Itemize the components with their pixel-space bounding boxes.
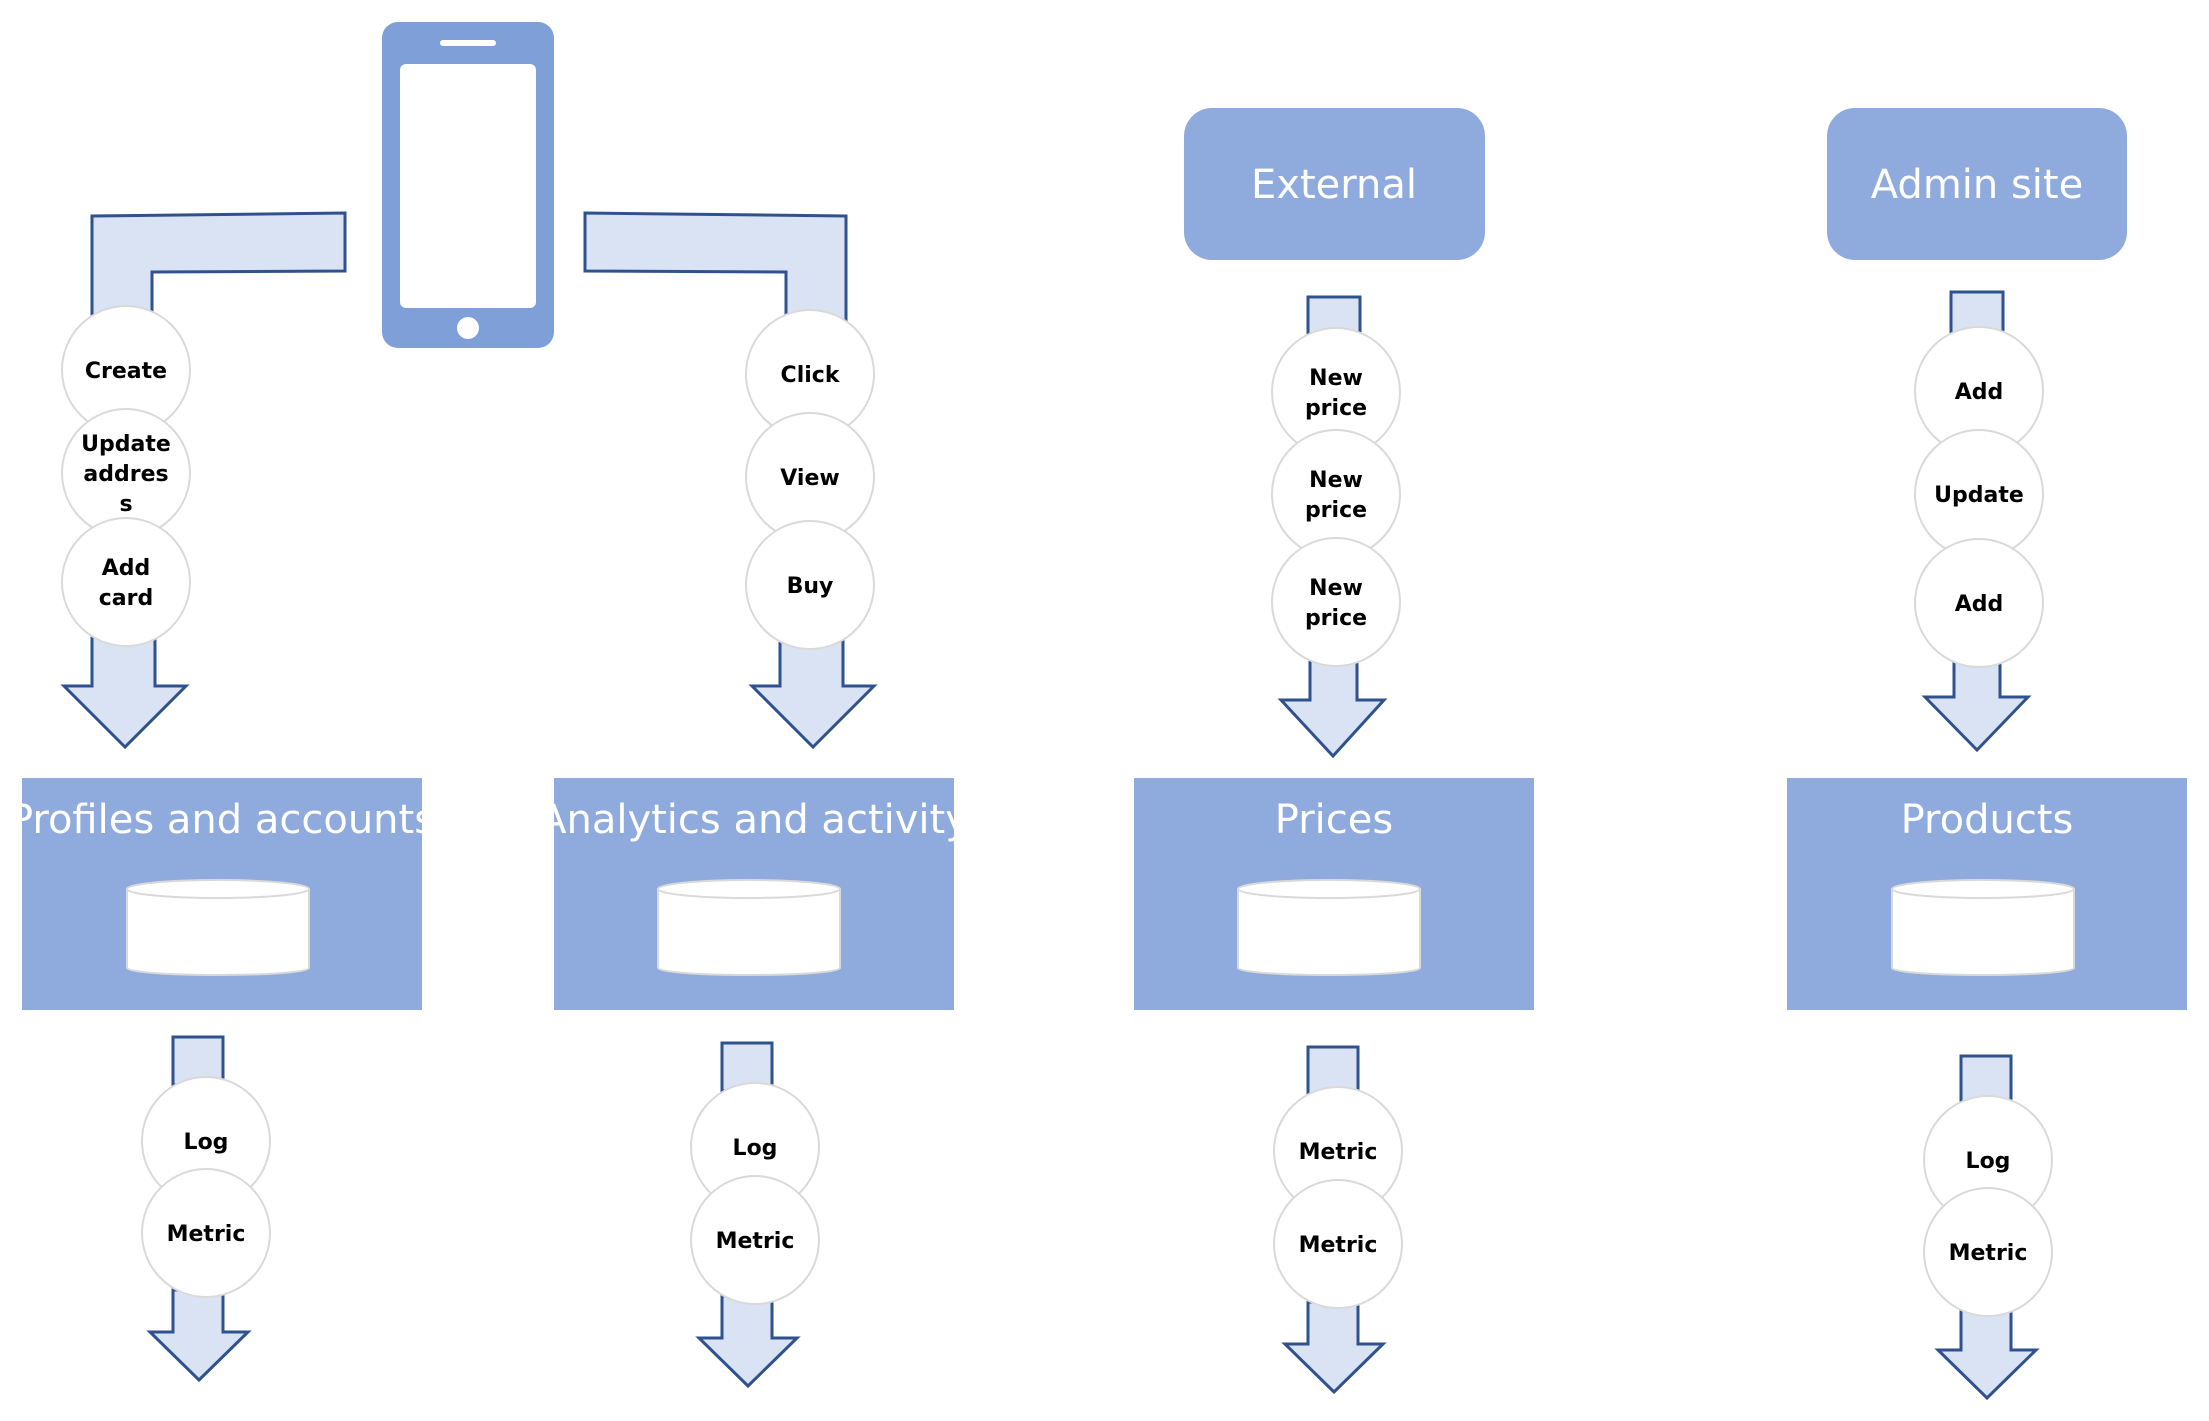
event-label-line: Metric [1299,1140,1378,1165]
event-circle-shape [1923,1187,2053,1317]
event-circle-shape [61,517,191,647]
database-icon [1891,879,2075,976]
event-circle-shape [690,1175,820,1305]
output-event-0-1: Metric [141,1168,271,1298]
event-circle-shape [1271,537,1401,667]
database-icon [126,879,310,976]
output-event-3-1: Metric [1923,1187,2053,1317]
admin-site-source-label: Admin site [1871,162,2083,208]
output-event-0-0: Log [141,1076,271,1206]
event-circles: CreateUpdateaddressAddcardClickViewBuyNe… [61,305,2053,1317]
input-event-2-0: New price [1271,327,1401,457]
input-event-1-0: Click [745,309,875,439]
service-box-prices: Prices [1134,778,1534,1010]
event-circle-shape [1914,538,2044,668]
analytics-output-arrowhead [695,1294,801,1389]
event-label-line: s [119,492,132,517]
external-source-label: External [1251,162,1417,208]
products-output-arrowhead [1934,1306,2040,1401]
input-event-2-1: New price [1271,429,1401,559]
service-label-analytics: Analytics and activity [539,797,969,843]
database-icon [657,879,841,976]
database-icon [1237,879,1421,976]
input-event-3-2: Add [1914,538,2044,668]
products-output-shaft [1959,1054,2013,1106]
event-label-line: card [99,586,153,611]
event-label-line: Click [781,363,841,388]
event-label-line: price [1305,606,1367,631]
event-label-line: Metric [716,1229,795,1254]
smartphone-icon [382,22,554,348]
event-label-line: price [1305,396,1367,421]
event-label-line: Metric [1299,1233,1378,1258]
event-label-line: Log [184,1130,229,1155]
admin-site-source-box: Admin site [1827,108,2127,260]
event-label-line: Log [733,1136,778,1161]
output-event-1-0: Log [690,1082,820,1212]
event-circle-shape [1273,1179,1403,1309]
service-label-prices: Prices [1275,797,1393,843]
profiles-input-arrowhead [60,628,190,750]
event-label-line: Log [1966,1149,2011,1174]
event-label-line: Add [1955,380,2004,405]
service-box-products: Products [1787,778,2187,1010]
input-event-0-1: Update addres s [61,408,191,538]
external-source-box: External [1184,108,1485,260]
input-event-2-2: New price [1271,537,1401,667]
service-label-products: Products [1901,797,2074,843]
profiles-output-arrowhead [146,1288,252,1383]
input-event-3-0: Add [1914,326,2044,456]
analytics-output-shaft [720,1041,774,1093]
input-event-1-2: Buy [745,520,875,650]
event-circle-shape [745,520,875,650]
service-box-analytics: Analytics and activity [539,778,969,1010]
event-label-line: View [780,466,839,491]
event-label-line: addres [83,462,168,487]
event-label-line: Update [81,432,171,457]
event-circle-shape [141,1168,271,1298]
input-event-3-1: Update [1914,429,2044,559]
input-event-1-1: View [745,412,875,542]
service-box-profiles: Profiles and accounts [9,778,435,1010]
event-label-line: Buy [787,574,834,599]
service-label-profiles: Profiles and accounts [9,797,435,843]
output-event-1-1: Metric [690,1175,820,1305]
output-event-2-1: Metric [1273,1179,1403,1309]
input-event-0-0: Create [61,305,191,435]
event-label-line: New [1309,468,1363,493]
event-label-line: Update [1934,483,2024,508]
event-label-line: Add [102,556,151,581]
event-label-line: price [1305,498,1367,523]
event-label-line: Metric [167,1222,246,1247]
event-label-line: Add [1955,592,2004,617]
input-event-0-2: Add card [61,517,191,647]
prices-output-arrowhead [1281,1300,1387,1395]
event-label-line: New [1309,576,1363,601]
event-label-line: New [1309,366,1363,391]
event-label-line: Metric [1949,1241,2028,1266]
event-label-line: Create [85,359,167,384]
